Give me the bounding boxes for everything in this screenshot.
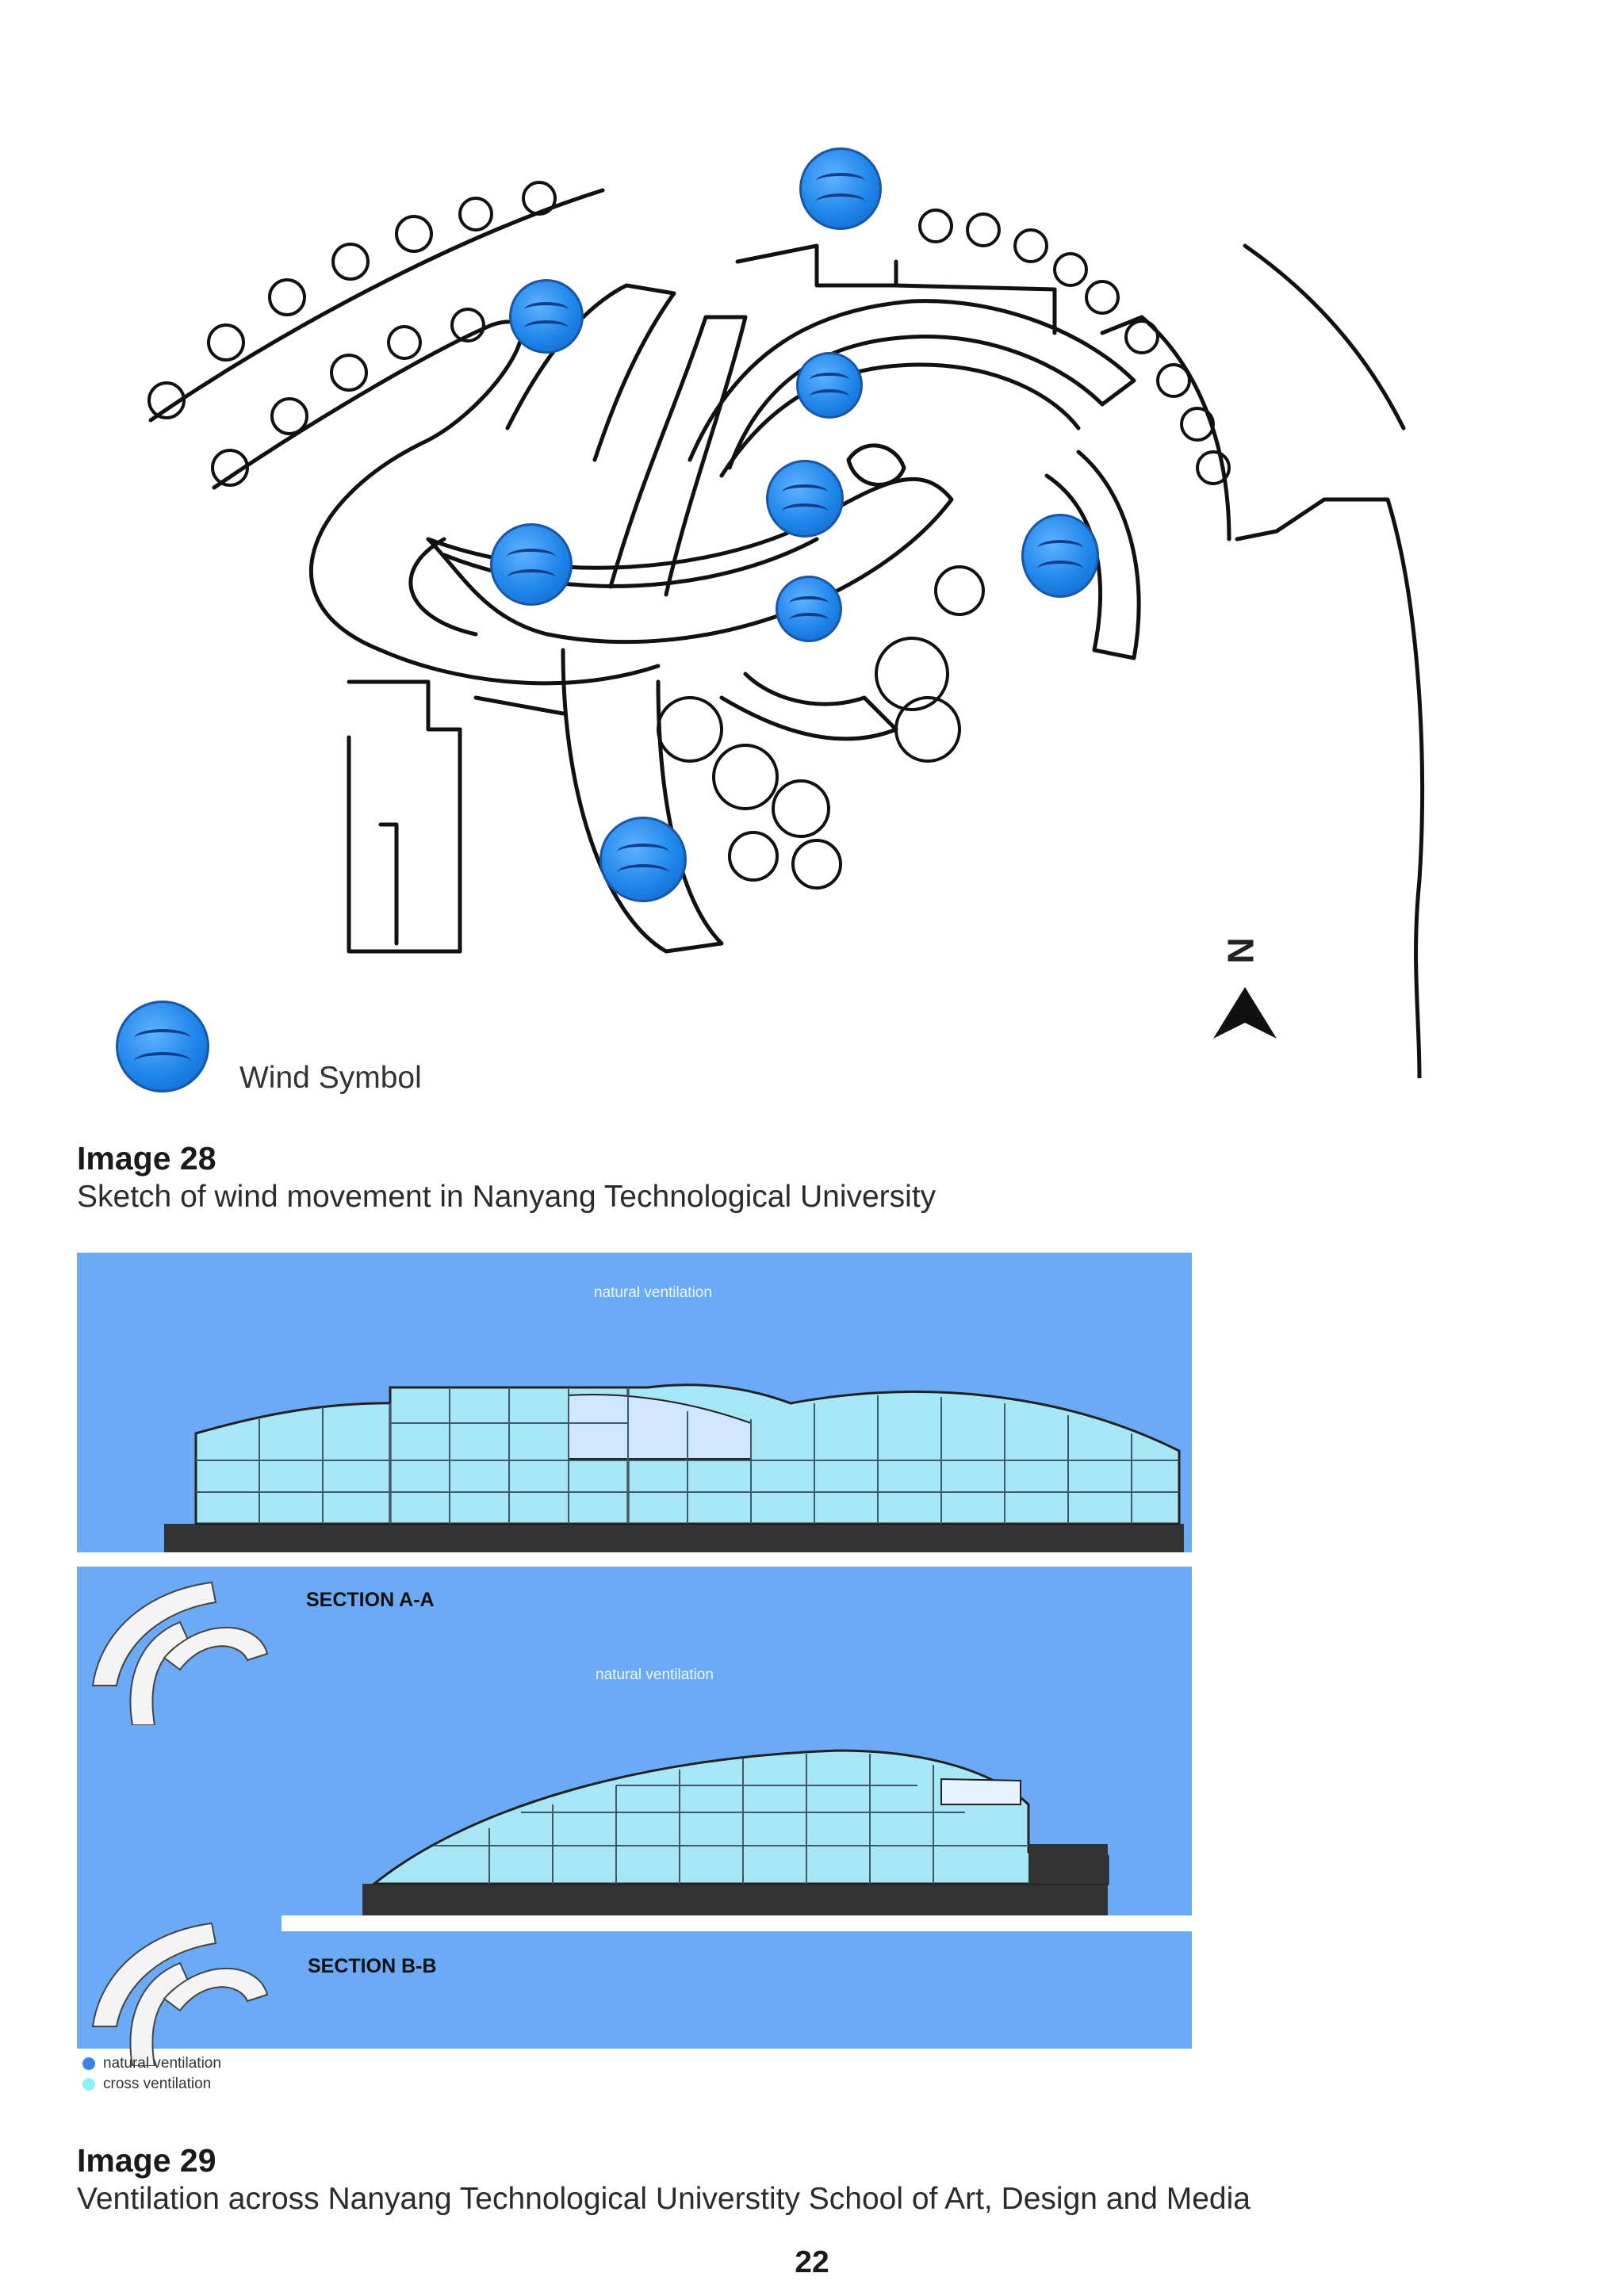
image-29-title: Image 29 — [77, 2142, 216, 2179]
legend-label: natural ventilation — [103, 2055, 221, 2072]
legend-label: cross ventilation — [103, 2076, 212, 2092]
wind-symbol-icon — [799, 147, 882, 230]
north-arrow-icon — [1213, 987, 1277, 1039]
section-divider — [282, 1915, 1192, 1931]
legend-dot-cross — [82, 2078, 95, 2091]
wind-symbol-icon — [509, 279, 584, 354]
wind-symbol-icon — [1021, 514, 1099, 598]
legend-item-cross-ventilation: cross ventilation — [82, 2076, 211, 2093]
wind-symbol-label: Wind Symbol — [239, 1061, 422, 1095]
section-b-label: SECTION B-B — [308, 1955, 437, 1977]
wind-symbol-icon — [766, 460, 844, 538]
key-plan-a-icon — [91, 1581, 269, 1725]
page-number: 22 — [795, 2245, 829, 2279]
legend-wind-symbol-icon — [116, 1001, 209, 1093]
wind-symbol-icon — [776, 576, 842, 642]
section-a-label: SECTION A-A — [306, 1589, 435, 1611]
legend-dot-natural — [82, 2057, 95, 2070]
wind-symbol-icon — [490, 523, 573, 606]
image-28-title: Image 28 — [77, 1140, 216, 1177]
natural-ventilation-label-middle: natural ventilation — [596, 1667, 714, 1683]
north-label: N — [1220, 937, 1262, 964]
natural-ventilation-label-top: natural ventilation — [594, 1284, 712, 1301]
image-29-caption: Ventilation across Nanyang Technological… — [77, 2182, 1251, 2216]
section-b-drawing — [362, 1749, 1109, 1915]
key-plan-b-icon — [91, 1922, 269, 2066]
wind-symbol-icon — [599, 817, 687, 902]
section-a-panel: natural ventilation — [77, 1253, 1192, 1552]
legend-item-natural-ventilation: natural ventilation — [82, 2055, 221, 2072]
image-28-caption: Sketch of wind movement in Nanyang Techn… — [77, 1180, 936, 1214]
wind-symbol-icon — [796, 352, 863, 419]
section-a-drawing — [164, 1383, 1184, 1552]
section-b-panel: SECTION A-A natural ventilation SECTION … — [77, 1567, 1192, 2066]
